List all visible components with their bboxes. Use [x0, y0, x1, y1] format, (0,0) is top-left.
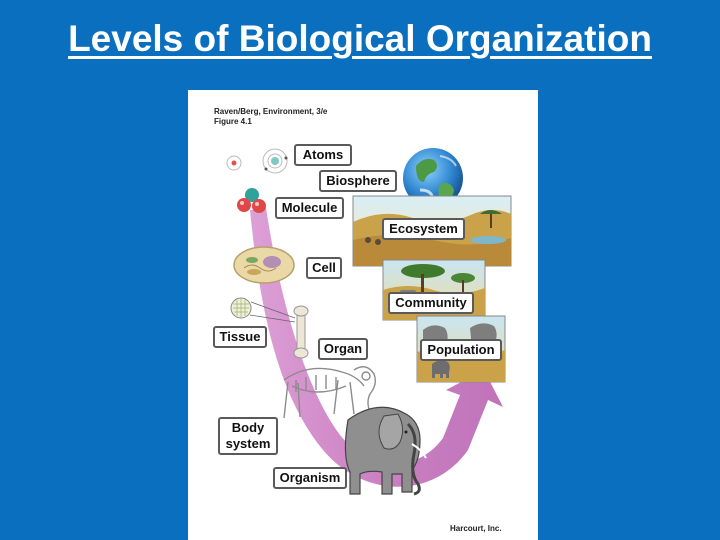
level-label-ecosystem: Ecosystem — [382, 218, 465, 240]
molecule-icon — [237, 188, 266, 213]
ecosystem-scene-image — [352, 195, 512, 267]
figure-panel: Raven/Berg, Environment, 3/e Figure 4.1 … — [188, 90, 538, 540]
skeleton-icon — [283, 366, 377, 419]
level-label-cell: Cell — [306, 257, 342, 279]
slide-title: Levels of Biological Organization — [68, 18, 652, 59]
level-label-organ: Organ — [318, 338, 368, 360]
figure-number: Figure 4.1 — [214, 117, 252, 126]
figure-source-credit: Raven/Berg, Environment, 3/e — [214, 107, 328, 116]
elephant-icon — [344, 406, 427, 496]
level-label-biosphere: Biosphere — [319, 170, 397, 192]
level-label-molecule: Molecule — [275, 197, 344, 219]
atom-icon — [226, 148, 288, 174]
cell-icon — [233, 246, 295, 284]
tissue-icon — [230, 297, 296, 323]
bone-organ-icon — [293, 305, 309, 359]
level-label-population: Population — [420, 339, 502, 361]
level-label-body-system: Body system — [218, 417, 278, 455]
biological-organization-illustration — [226, 148, 512, 496]
level-label-organism: Organism — [273, 467, 347, 489]
level-label-tissue: Tissue — [213, 326, 267, 348]
level-label-atoms: Atoms — [294, 144, 352, 166]
level-label-community: Community — [388, 292, 474, 314]
publisher-credit: Harcourt, Inc. — [450, 524, 502, 533]
organization-arrow — [250, 208, 503, 487]
